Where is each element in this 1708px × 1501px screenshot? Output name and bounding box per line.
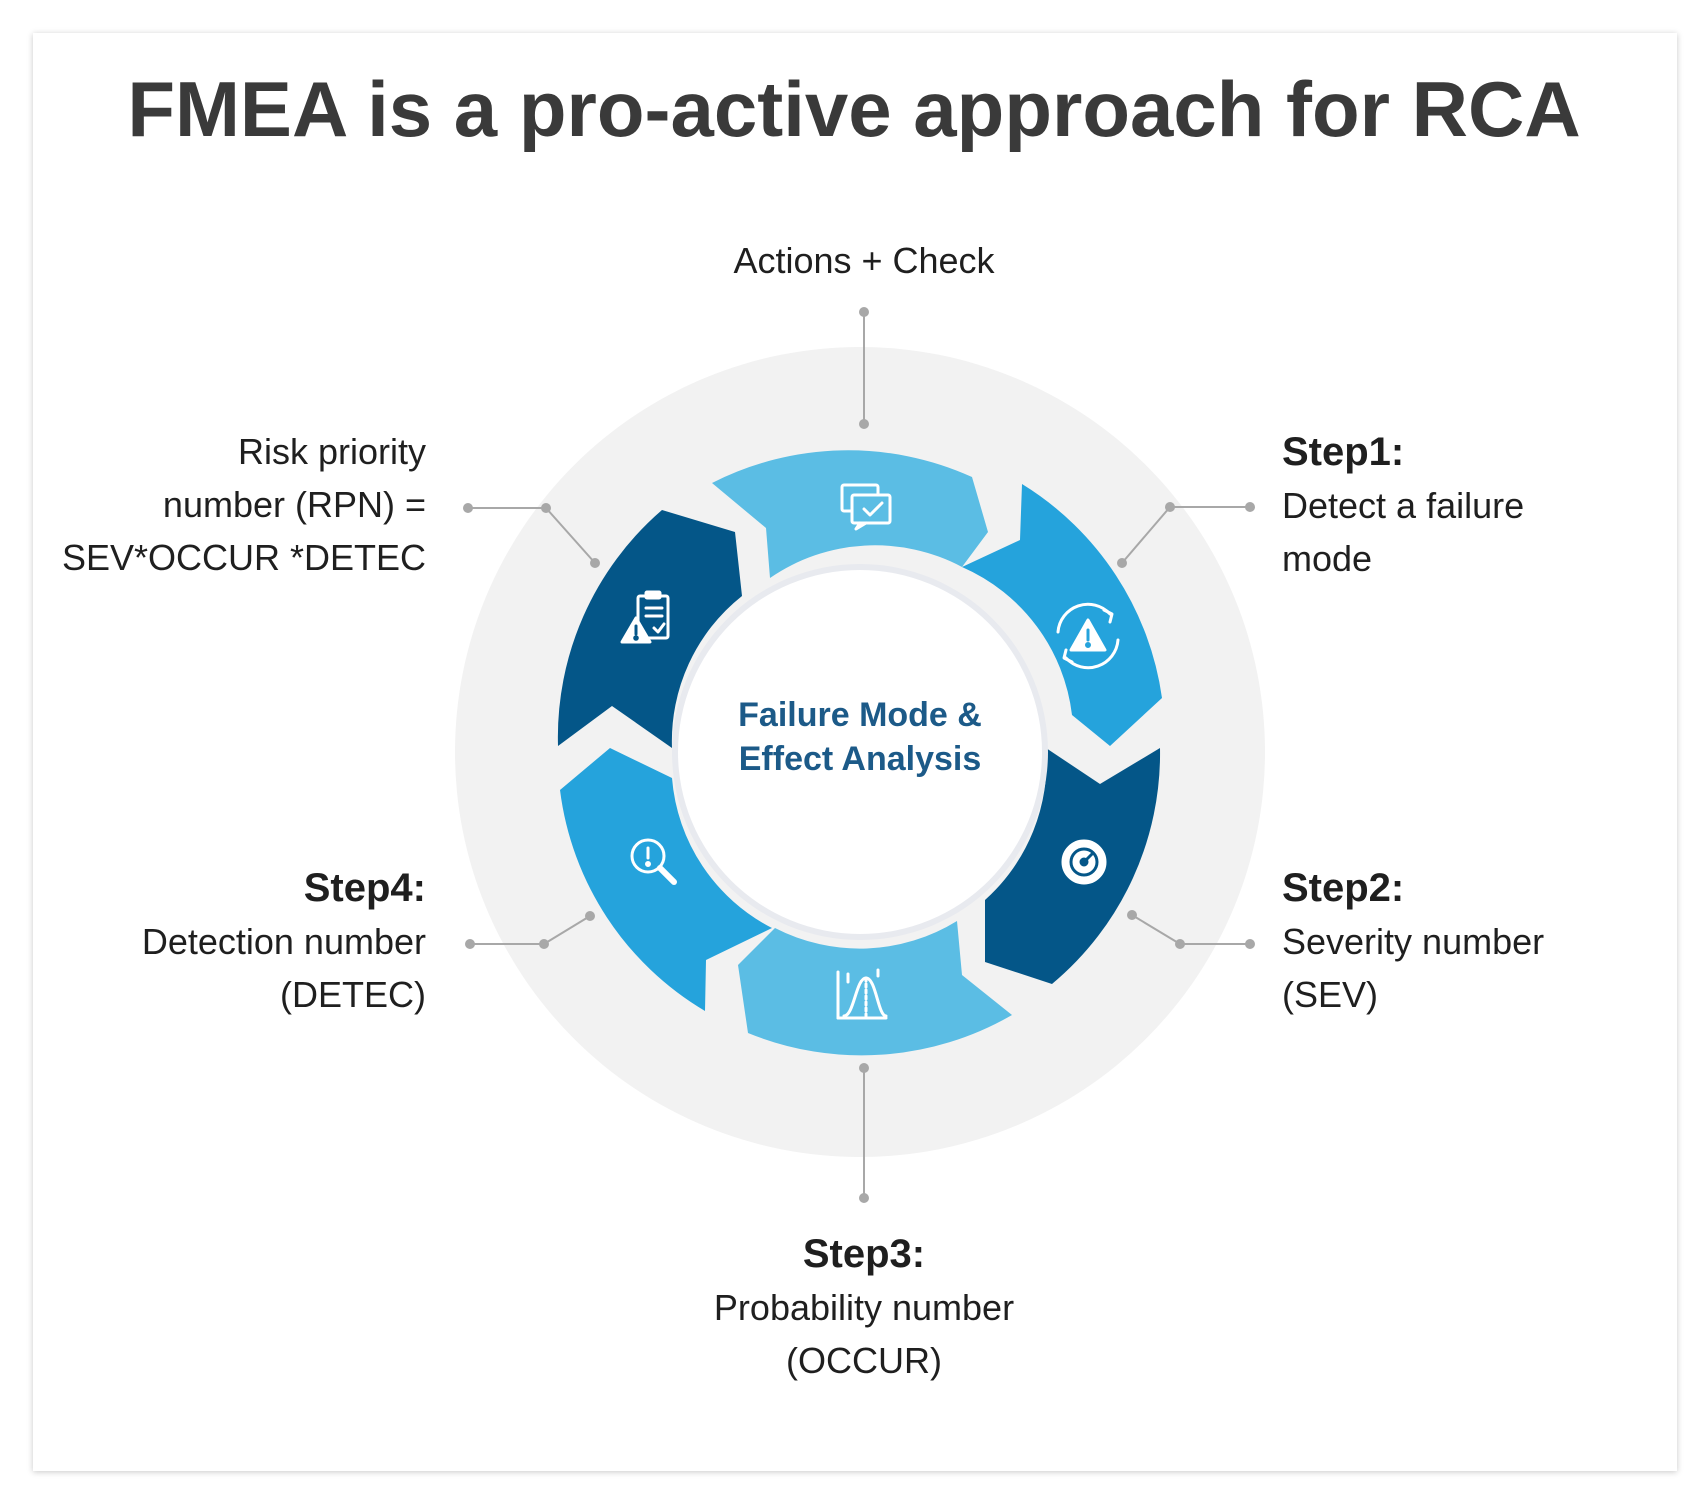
connector-step1 bbox=[1117, 502, 1255, 568]
label-step4-heading: Step4: bbox=[303, 866, 426, 910]
label-risk-priority: Risk priority number (RPN) = SEV*OCCUR *… bbox=[40, 425, 426, 584]
label-step1-heading: Step1: bbox=[1282, 430, 1405, 474]
center-label: Failure Mode & Effect Analysis bbox=[705, 693, 1015, 781]
cycle-segments bbox=[557, 450, 1162, 1056]
label-step3-heading: Step3: bbox=[802, 1232, 926, 1276]
checklist-chat-icon bbox=[840, 483, 892, 531]
gauge-icon bbox=[1061, 839, 1107, 885]
label-step4: Step4: Detection number (DETEC) bbox=[40, 862, 426, 1021]
distribution-chart-icon bbox=[836, 968, 888, 1020]
connector-step2 bbox=[1127, 910, 1255, 949]
label-step1: Step1: Detect a failure mode bbox=[1282, 426, 1662, 585]
connector-rpn bbox=[463, 503, 600, 568]
label-risk-line3: SEV*OCCUR *DETEC bbox=[61, 537, 426, 578]
label-step3-line2: (OCCUR) bbox=[786, 1340, 942, 1381]
center-label-line2: Effect Analysis bbox=[738, 740, 982, 778]
connectors bbox=[463, 307, 1255, 1203]
segment-rpn bbox=[557, 510, 742, 748]
label-actions-check: Actions + Check bbox=[624, 234, 1104, 287]
warning-cycle-icon bbox=[1056, 602, 1120, 670]
label-step4-line2: (DETEC) bbox=[280, 974, 426, 1015]
connector-step4 bbox=[465, 911, 595, 949]
label-risk-line2: number (RPN) = bbox=[162, 484, 426, 525]
label-step1-line1: Detect a failure bbox=[1282, 485, 1525, 526]
label-step4-line1: Detection number bbox=[141, 921, 426, 962]
label-step3: Step3: Probability number (OCCUR) bbox=[624, 1228, 1104, 1387]
label-step2-heading: Step2: bbox=[1282, 866, 1405, 910]
segment-step1 bbox=[962, 484, 1162, 746]
connector-top bbox=[859, 307, 869, 429]
page-title: FMEA is a pro-active approach for RCA bbox=[127, 65, 1581, 153]
center-label-line1: Failure Mode & bbox=[738, 696, 982, 734]
clipboard-warning-icon bbox=[620, 590, 670, 644]
label-step3-line1: Probability number bbox=[713, 1287, 1015, 1328]
connector-step3 bbox=[859, 1063, 869, 1203]
label-step1-line2: mode bbox=[1282, 538, 1373, 579]
magnifier-alert-icon bbox=[630, 838, 677, 885]
label-step2-line1: Severity number bbox=[1282, 921, 1545, 962]
segment-step4 bbox=[560, 748, 772, 1011]
label-risk-line1: Risk priority bbox=[237, 431, 426, 472]
segment-actions-check bbox=[712, 450, 988, 578]
label-actions-check-text: Actions + Check bbox=[733, 240, 995, 281]
label-step2: Step2: Severity number (SEV) bbox=[1282, 862, 1682, 1021]
label-step2-line2: (SEV) bbox=[1282, 974, 1379, 1015]
center-circle bbox=[678, 570, 1042, 934]
